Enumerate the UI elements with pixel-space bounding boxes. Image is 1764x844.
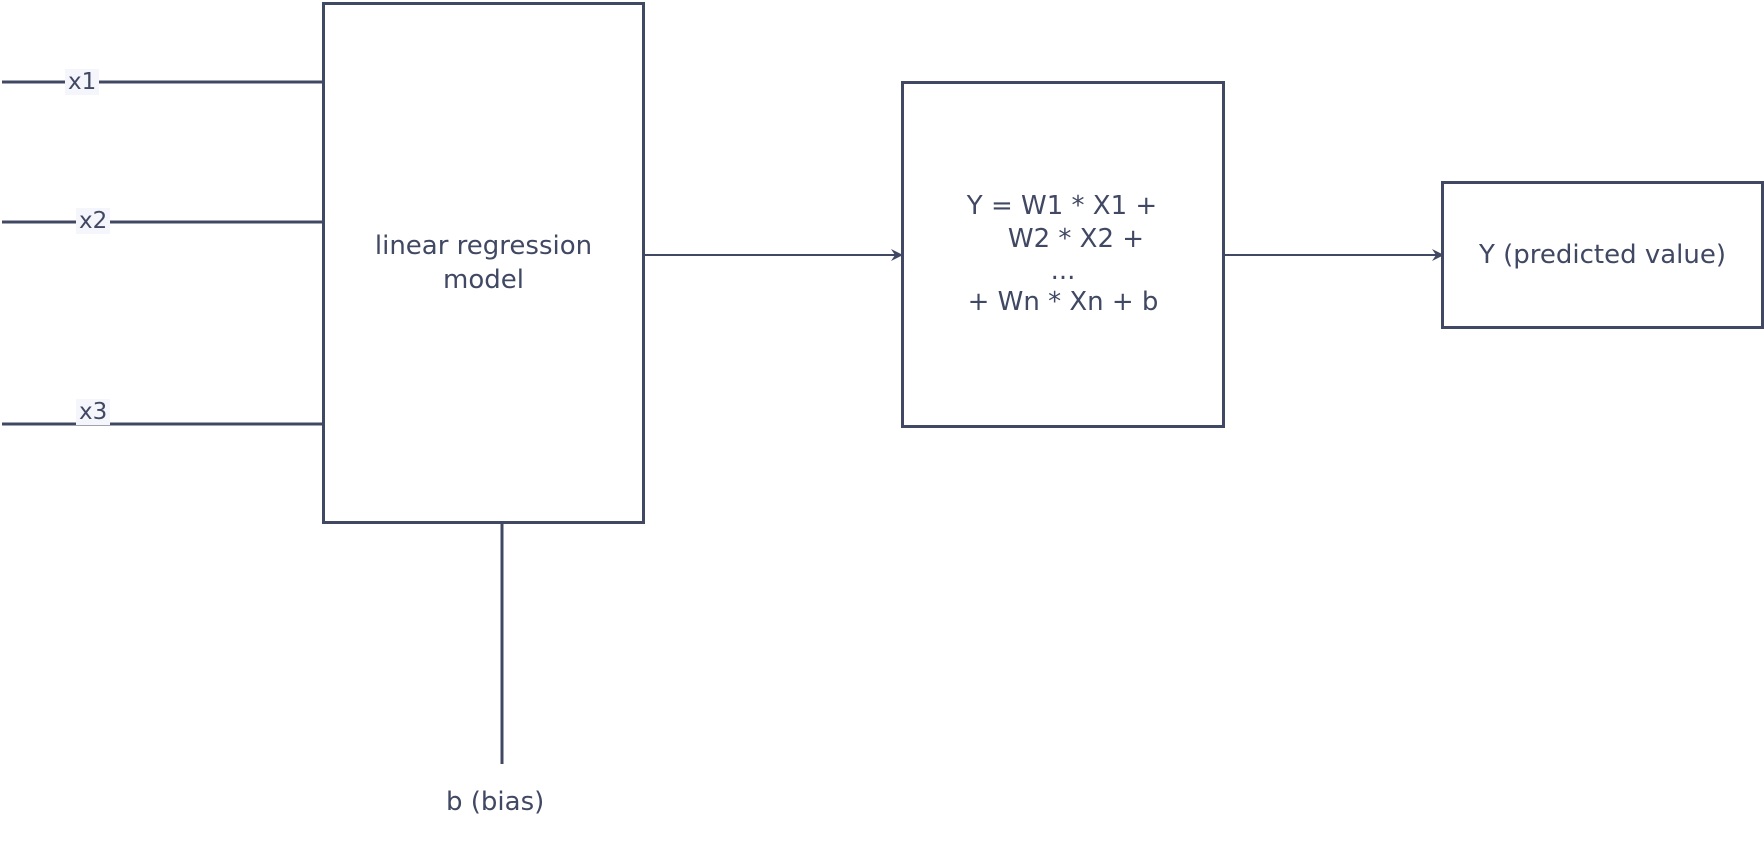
- bias-label: b (bias): [446, 787, 545, 817]
- formula-line-3: ...: [1050, 256, 1076, 286]
- model-box-label: linear regression model: [325, 5, 642, 521]
- formula-text: Y = W1 * X1 + W2 * X2 + ... + Wn * Xn + …: [904, 84, 1222, 425]
- input-label-x1: x1: [65, 69, 100, 95]
- output-box: Y (predicted value): [1441, 181, 1764, 329]
- formula-line-1: Y = W1 * X1 +: [966, 191, 1158, 221]
- model-label-line1: linear regression: [374, 231, 593, 261]
- formula-line-2: W2 * X2 +: [1007, 224, 1145, 254]
- formula-line-4: + Wn * Xn + b: [967, 287, 1159, 317]
- model-box: linear regression model: [322, 2, 645, 524]
- input-label-x2: x2: [76, 208, 111, 234]
- input-label-x3: x3: [76, 399, 111, 425]
- formula-box: Y = W1 * X1 + W2 * X2 + ... + Wn * Xn + …: [901, 81, 1225, 428]
- model-label-line2: model: [443, 265, 524, 295]
- output-box-label: Y (predicted value): [1478, 240, 1727, 270]
